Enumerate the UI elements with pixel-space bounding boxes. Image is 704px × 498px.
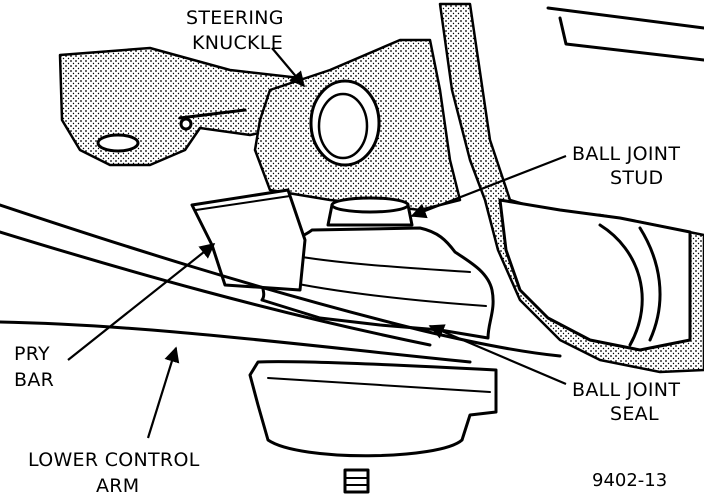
leader-ball-joint-stud <box>410 154 567 219</box>
steering-knuckle <box>58 38 462 212</box>
leader-lower-control-arm <box>146 346 180 439</box>
label-ball-joint-seal-line1: BALL JOINT <box>572 379 680 401</box>
label-ball-joint-stud-line1: BALL JOINT <box>572 143 680 165</box>
leader-steering-knuckle <box>271 47 305 88</box>
leader-pry-bar <box>67 243 216 361</box>
label-ball-joint-seal-line2: SEAL <box>610 403 659 425</box>
label-steering-knuckle-line1: STEERING <box>186 7 284 29</box>
frame-structure <box>438 2 704 374</box>
leader-ball-joint-seal <box>428 324 567 386</box>
figure-number: 9402-13 <box>592 470 667 491</box>
label-pry-bar-line1: PRY <box>14 343 50 365</box>
pry-bar <box>190 188 307 292</box>
label-ball-joint-stud-line2: STUD <box>610 167 663 189</box>
lower-control-arm <box>0 203 562 364</box>
label-steering-knuckle-line2: KNUCKLE <box>192 32 283 54</box>
label-lower-control-arm-line2: ARM <box>96 475 140 497</box>
label-pry-bar-line2: BAR <box>14 369 54 391</box>
labels: STEERING KNUCKLE BALL JOINT STUD PRY BAR… <box>14 7 680 497</box>
leader-lines <box>67 47 567 439</box>
ball-joint-stud <box>326 196 414 227</box>
label-lower-control-arm-line1: LOWER CONTROL <box>28 449 200 471</box>
ball-joint-housing <box>248 360 498 494</box>
